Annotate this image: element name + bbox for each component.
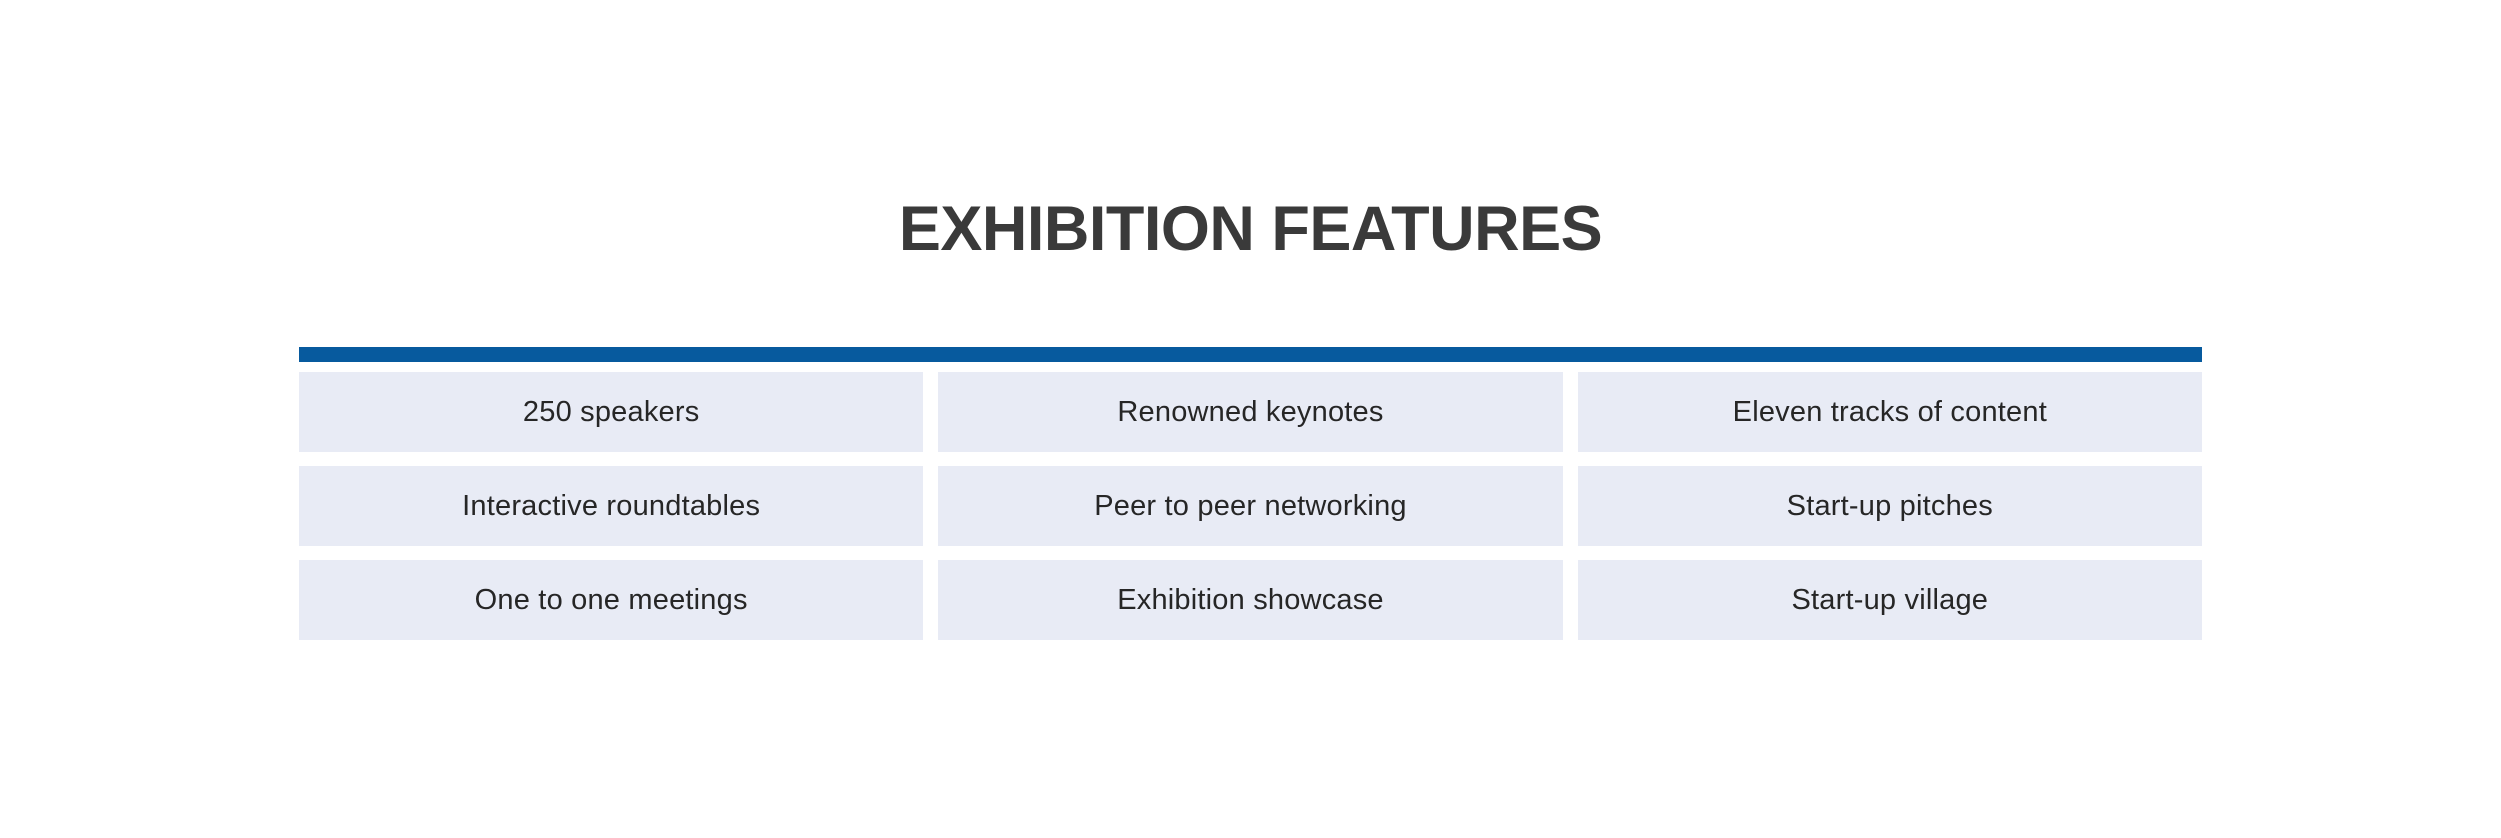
- features-panel: 250 speakers Renowned keynotes Eleven tr…: [299, 347, 2202, 640]
- feature-cell: Peer to peer networking: [938, 466, 1563, 546]
- feature-cell: Start-up village: [1577, 560, 2202, 640]
- page-title: EXHIBITION FEATURES: [898, 194, 1603, 264]
- feature-cell: Eleven tracks of content: [1577, 372, 2202, 452]
- features-grid: 250 speakers Renowned keynotes Eleven tr…: [299, 372, 2202, 640]
- feature-cell: Start-up pitches: [1577, 466, 2202, 546]
- feature-cell: 250 speakers: [299, 372, 924, 452]
- feature-cell: Interactive roundtables: [299, 466, 924, 546]
- feature-cell: Exhibition showcase: [938, 560, 1563, 640]
- accent-bar: [299, 347, 2202, 362]
- feature-cell: Renowned keynotes: [938, 372, 1563, 452]
- feature-cell: One to one meetings: [299, 560, 924, 640]
